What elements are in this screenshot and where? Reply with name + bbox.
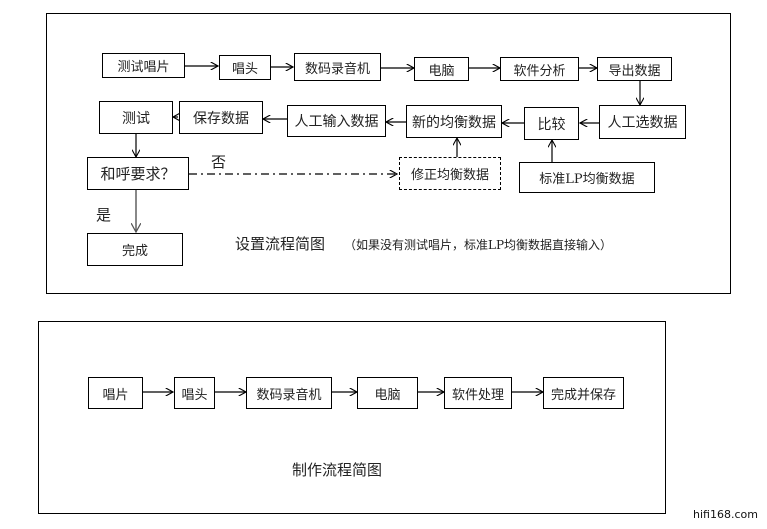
prod-node-finish-save: 完成并保存: [543, 377, 624, 409]
prod-node-computer: 电脑: [357, 377, 418, 409]
prod-node-cartridge: 唱头: [174, 377, 215, 409]
prod-node-software-processing: 软件处理: [444, 377, 512, 409]
node-manual-select: 人工选数据: [599, 105, 686, 139]
setup-diagram-title: 设置流程简图: [235, 235, 326, 253]
prod-node-digital-recorder: 数码录音机: [246, 377, 332, 409]
prod-node-record: 唱片: [88, 377, 143, 409]
setup-diagram-note: （如果没有测试唱片，标准LP均衡数据直接输入）: [344, 238, 613, 252]
node-manual-input: 人工输入数据: [287, 105, 386, 137]
production-diagram-title: 制作流程简图: [292, 461, 383, 479]
node-compare: 比较: [524, 107, 579, 140]
node-digital-recorder: 数码录音机: [294, 53, 381, 81]
node-software-analysis: 软件分析: [500, 57, 579, 81]
node-correct-eq: 修正均衡数据: [399, 157, 501, 190]
watermark: hifi168.com: [693, 508, 758, 521]
setup-panel: [46, 13, 731, 294]
node-meets-requirement: 和呼要求？: [87, 157, 189, 190]
node-cartridge: 唱头: [219, 55, 271, 80]
node-save-data: 保存数据: [179, 101, 263, 134]
node-done: 完成: [87, 233, 183, 266]
node-export-data: 导出数据: [597, 57, 672, 81]
node-computer: 电脑: [414, 57, 469, 81]
node-test: 测试: [99, 101, 173, 134]
node-standard-lp: 标准LP均衡数据: [519, 162, 655, 193]
edge-label-yes: 是: [96, 206, 112, 224]
node-test-record: 测试唱片: [102, 53, 185, 78]
node-new-eq: 新的均衡数据: [406, 105, 502, 138]
edge-label-no: 否: [211, 153, 227, 171]
production-panel: [38, 321, 666, 514]
